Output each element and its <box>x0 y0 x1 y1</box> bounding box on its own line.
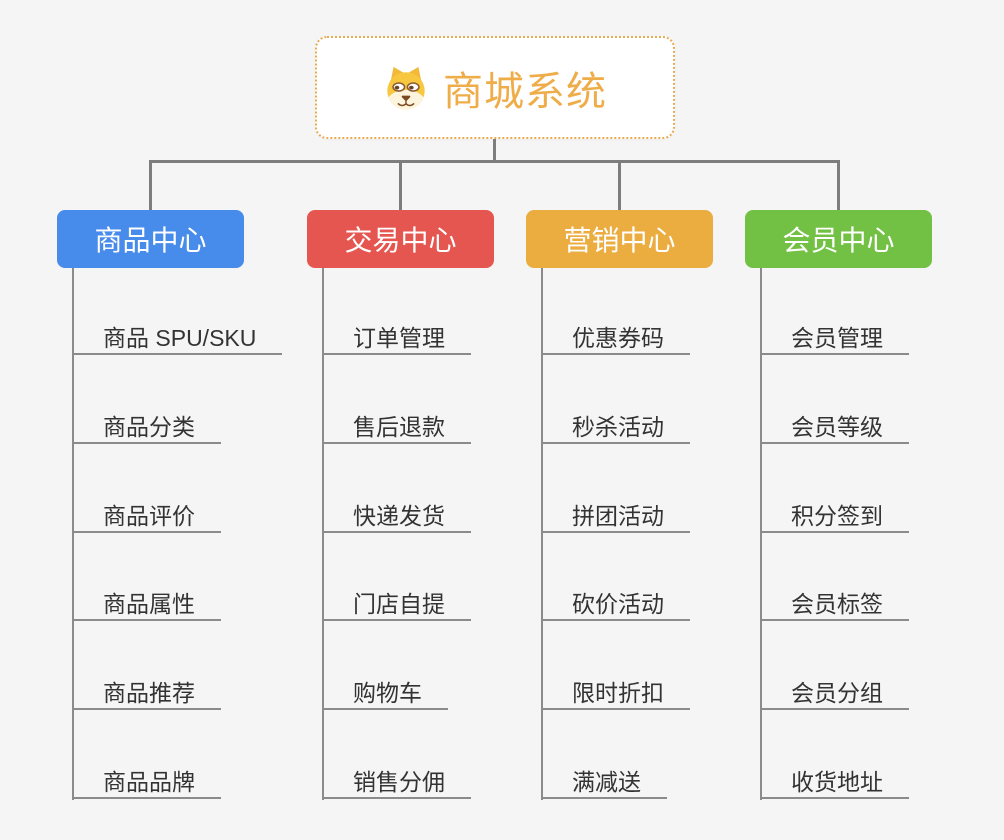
subtopic[interactable]: 砍价活动 <box>541 589 690 621</box>
branch-topic-3[interactable]: 会员中心 <box>745 210 932 268</box>
root-topic[interactable]: 商城系统 <box>315 36 675 139</box>
connector-root-stem <box>493 139 496 163</box>
subtopic[interactable]: 快递发货 <box>322 501 471 533</box>
branch-topic-label: 交易中心 <box>344 225 457 256</box>
connector-branch-stub-3 <box>837 160 840 210</box>
connector-trunk <box>149 160 840 163</box>
subtopic[interactable]: 拼团活动 <box>541 501 690 533</box>
subtopic[interactable]: 商品属性 <box>72 589 221 621</box>
subtopic[interactable]: 商品品牌 <box>72 767 221 799</box>
subtopic[interactable]: 售后退款 <box>322 412 471 444</box>
subtopic[interactable]: 商品分类 <box>72 412 221 444</box>
branch-spine-3 <box>760 268 762 800</box>
branch-topic-1[interactable]: 交易中心 <box>307 210 494 268</box>
subtopic[interactable]: 会员管理 <box>760 323 909 355</box>
branch-topic-0[interactable]: 商品中心 <box>57 210 244 268</box>
subtopic[interactable]: 秒杀活动 <box>541 412 690 444</box>
subtopic[interactable]: 会员标签 <box>760 589 909 621</box>
subtopic[interactable]: 商品评价 <box>72 501 221 533</box>
branch-topic-label: 营销中心 <box>563 225 676 256</box>
shiba-dog-icon <box>383 65 429 111</box>
connector-branch-stub-2 <box>618 160 621 210</box>
branch-spine-0 <box>72 268 74 800</box>
branch-topic-label: 商品中心 <box>94 225 207 256</box>
branch-topic-2[interactable]: 营销中心 <box>526 210 713 268</box>
subtopic[interactable]: 购物车 <box>322 678 448 710</box>
subtopic[interactable]: 积分签到 <box>760 501 909 533</box>
connector-branch-stub-1 <box>399 160 402 210</box>
subtopic[interactable]: 销售分佣 <box>322 767 471 799</box>
subtopic[interactable]: 收货地址 <box>760 767 909 799</box>
subtopic[interactable]: 商品推荐 <box>72 678 221 710</box>
subtopic[interactable]: 满减送 <box>541 767 667 799</box>
subtopic[interactable]: 限时折扣 <box>541 678 690 710</box>
subtopic[interactable]: 商品 SPU/SKU <box>72 323 283 355</box>
subtopic[interactable]: 会员分组 <box>760 678 909 710</box>
branch-spine-1 <box>322 268 324 800</box>
subtopic[interactable]: 订单管理 <box>322 323 471 355</box>
connector-branch-stub-0 <box>149 160 152 210</box>
root-topic-label: 商城系统 <box>443 69 607 114</box>
subtopic[interactable]: 优惠券码 <box>541 323 690 355</box>
subtopic[interactable]: 会员等级 <box>760 412 909 444</box>
subtopic[interactable]: 门店自提 <box>322 589 471 621</box>
branch-topic-label: 会员中心 <box>782 225 895 256</box>
branch-spine-2 <box>541 268 543 800</box>
